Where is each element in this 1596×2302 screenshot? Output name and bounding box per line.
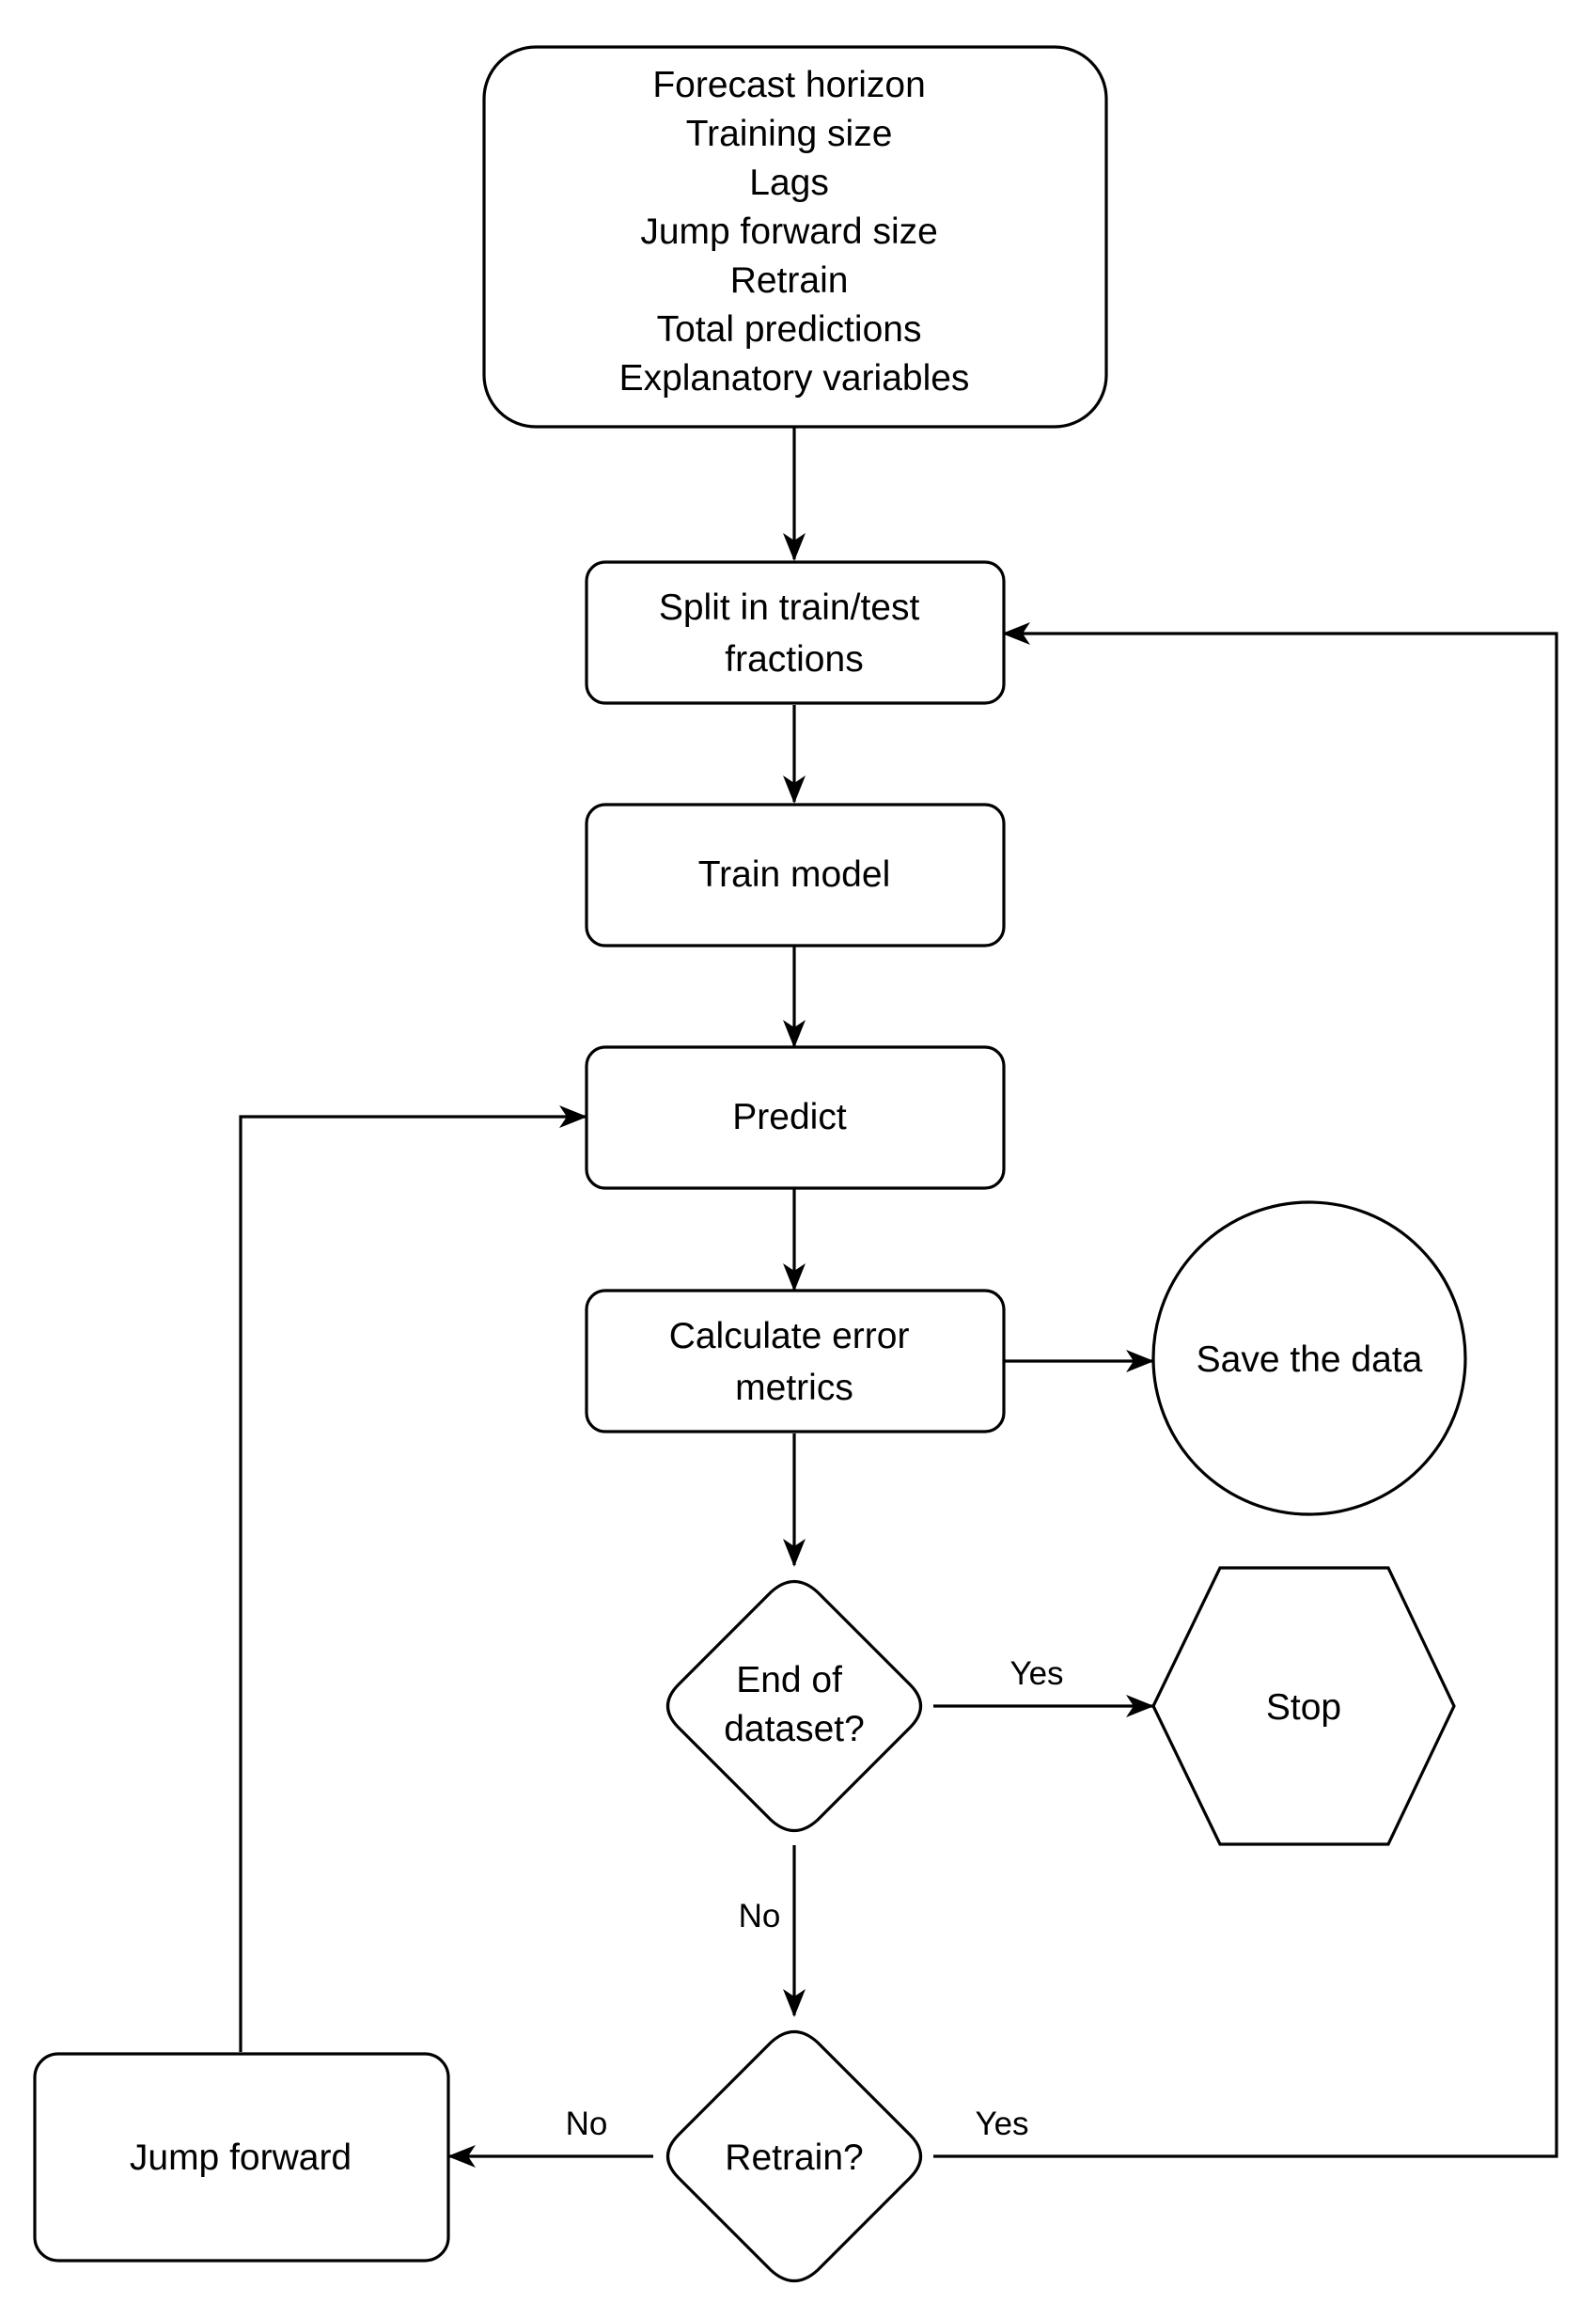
end-yes-label: Yes [1009, 1655, 1063, 1692]
node-save-data: Save the data [1151, 1200, 1467, 1516]
parameters-box [482, 45, 1108, 429]
end-of-dataset-diamond [665, 1579, 923, 1833]
split-text: Split in train/test fractions [659, 587, 930, 680]
predict-box [585, 1045, 1006, 1190]
end-of-dataset-line-1: End of [736, 1660, 842, 1700]
nodes: Forecast horizon Training size Lags Jump… [33, 45, 1467, 2283]
retrain-text: Retrain? [725, 2138, 863, 2178]
param-lags: Lags [749, 163, 829, 203]
train-model-text: Train model [698, 854, 890, 895]
calculate-error-line-2: metrics [735, 1368, 853, 1408]
split-line-2: fractions [725, 639, 863, 680]
node-jump-forward: Jump forward [33, 2052, 450, 2263]
retrain-diamond [665, 2029, 923, 2283]
param-jump-forward-size: Jump forward size [640, 211, 937, 252]
param-total-predictions: Total predictions [657, 309, 922, 350]
calculate-error-box [585, 1289, 1006, 1433]
stop-hexagon [1151, 1566, 1456, 1846]
retrain-yes-label: Yes [975, 2106, 1028, 2142]
node-end-of-dataset: End of dataset? [665, 1579, 923, 1833]
save-data-text: Save the data [1197, 1339, 1423, 1380]
end-no-label: No [739, 1898, 781, 1934]
param-training-size: Training size [686, 114, 893, 154]
stop-text: Stop [1266, 1687, 1341, 1728]
end-of-dataset-line-2: dataset? [724, 1709, 865, 1749]
node-calculate-error: Calculate error metrics [585, 1289, 1006, 1433]
calculate-error-line-1: Calculate error [669, 1316, 910, 1356]
jump-forward-box [33, 2052, 450, 2263]
parameters-text: Forecast horizon Training size Lags Jump… [619, 65, 970, 399]
edges [239, 428, 1558, 2168]
node-split: Split in train/test fractions [585, 560, 1006, 705]
node-retrain: Retrain? [665, 2029, 923, 2283]
end-of-dataset-text: End of dataset? [724, 1660, 865, 1749]
param-explanatory-variables: Explanatory variables [619, 358, 970, 399]
param-forecast-horizon: Forecast horizon [652, 65, 925, 105]
predict-text: Predict [732, 1097, 847, 1137]
split-box [585, 560, 1006, 705]
node-stop: Stop [1151, 1566, 1456, 1846]
calculate-error-text: Calculate error metrics [669, 1316, 920, 1408]
edge-labels: Yes No Yes No [566, 1655, 1064, 2142]
param-retrain: Retrain [730, 260, 849, 301]
split-line-1: Split in train/test [659, 587, 920, 628]
retrain-no-label: No [566, 2106, 608, 2142]
jump-forward-text: Jump forward [130, 2138, 352, 2178]
save-data-circle [1151, 1200, 1467, 1516]
node-train-model: Train model [585, 803, 1006, 947]
node-predict: Predict [585, 1045, 1006, 1190]
node-parameters: Forecast horizon Training size Lags Jump… [482, 45, 1108, 429]
edge-retrain-to-split [933, 622, 1558, 2158]
edge-jump-to-predict [239, 1105, 587, 2052]
train-model-box [585, 803, 1006, 947]
